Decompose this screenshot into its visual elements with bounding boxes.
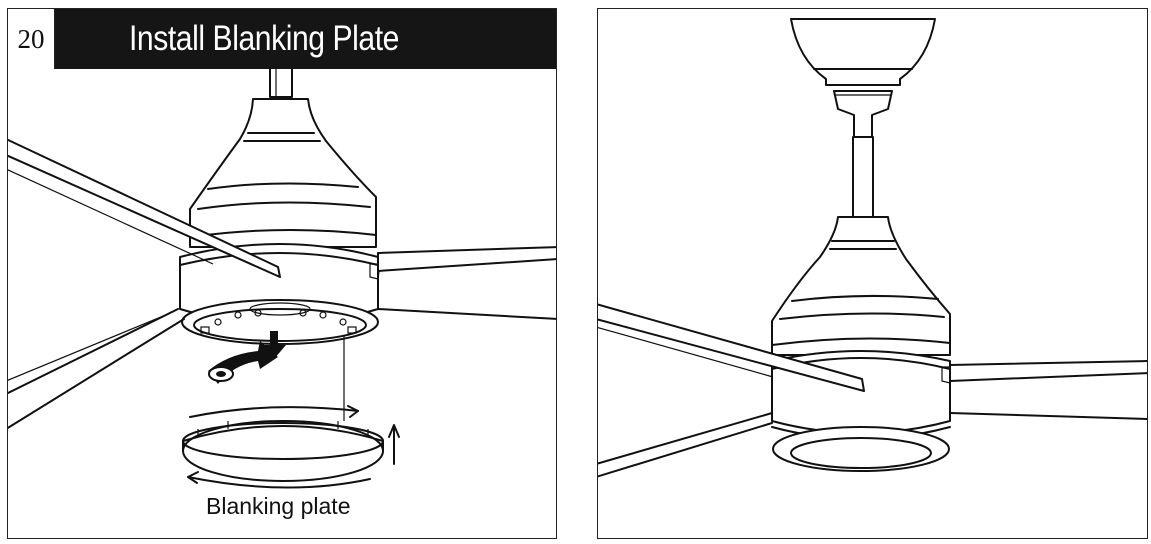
downrod xyxy=(852,136,874,218)
fan-blades xyxy=(598,303,1147,478)
result-panel xyxy=(597,8,1148,539)
twist-arrows xyxy=(187,405,400,489)
step-title: Install Blanking Plate xyxy=(129,19,399,58)
fan-illustration-blanking-plate xyxy=(8,48,556,489)
ceiling-canopy xyxy=(790,18,936,138)
step-20-panel: 20 Install Blanking Plate xyxy=(7,8,557,539)
fan-blades xyxy=(8,138,556,429)
step-number: 20 xyxy=(8,9,55,69)
fan-illustration-installed xyxy=(598,18,1147,478)
blanking-plate-label: Blanking plate xyxy=(206,493,351,519)
motor-housing xyxy=(179,98,381,345)
rotate-arrow xyxy=(208,331,286,384)
step-title-bar: Install Blanking Plate xyxy=(54,9,556,69)
blanking-plate xyxy=(182,420,384,482)
motor-housing xyxy=(771,216,953,472)
